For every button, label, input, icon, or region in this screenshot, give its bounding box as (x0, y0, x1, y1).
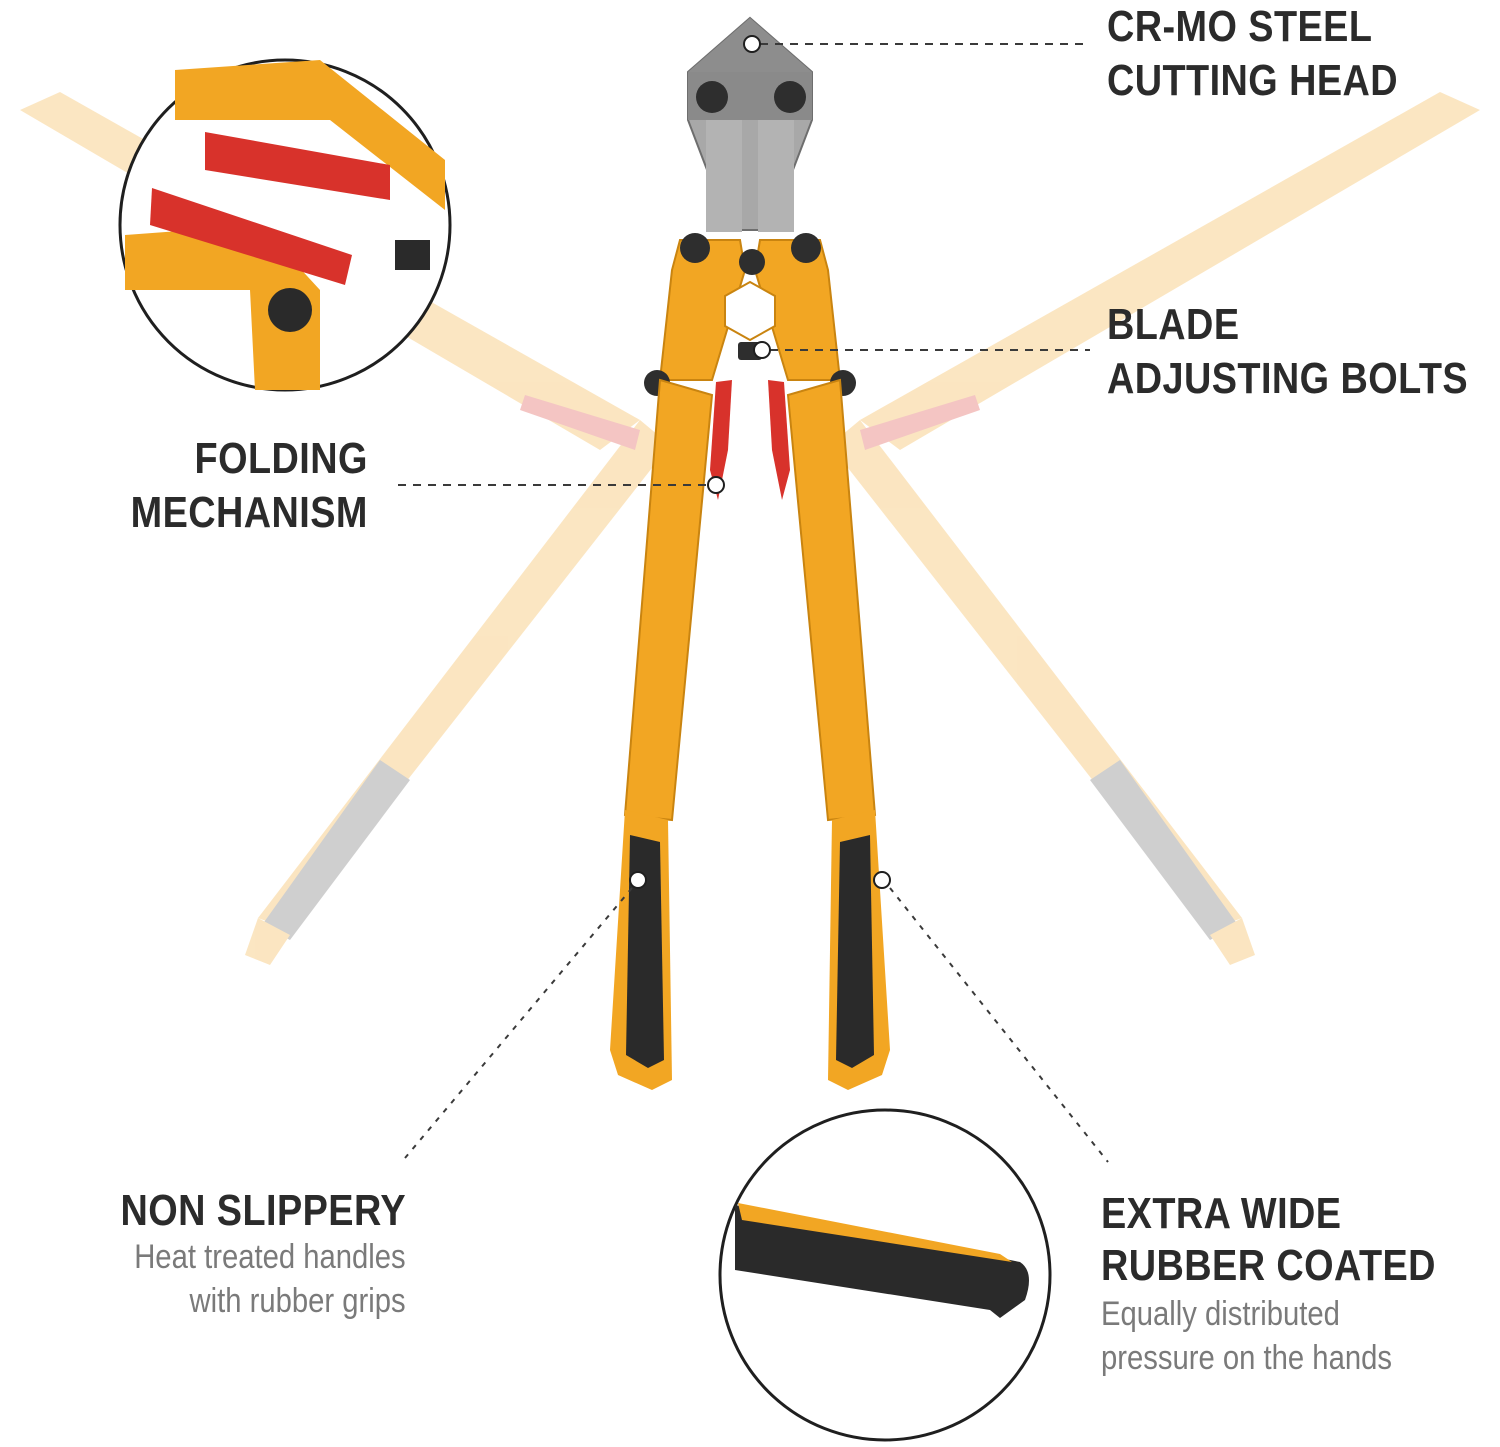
callout-non-slippery-line1: NON SLIPPERY (120, 1186, 406, 1235)
rubber-grip-inset (718, 1108, 1052, 1442)
callout-cutting-head-line1: CR-MO STEEL (1107, 2, 1373, 51)
callout-adjusting-bolts: BLADE ADJUSTING BOLTS (1107, 298, 1468, 406)
callout-extra-wide-line1: EXTRA WIDE (1101, 1189, 1342, 1238)
callout-folding-line1: FOLDING (194, 434, 368, 483)
callout-folding-mechanism: FOLDING MECHANISM (131, 432, 368, 540)
callout-markers (629, 35, 891, 889)
upper-frame (644, 233, 856, 396)
grips (610, 810, 890, 1090)
callout-extra-wide-desc2: pressure on the hands (1101, 1339, 1392, 1377)
callout-extra-wide-line2: RUBBER COATED (1101, 1241, 1436, 1290)
callout-adjusting-bolts-line1: BLADE (1107, 300, 1240, 349)
leader-lines (398, 43, 1109, 1163)
callout-extra-wide-title: EXTRA WIDE RUBBER COATED (1101, 1188, 1436, 1292)
main-handles (623, 378, 877, 822)
callout-adjusting-bolts-line2: ADJUSTING BOLTS (1107, 354, 1469, 403)
callout-non-slippery-desc2: with rubber grips (189, 1282, 406, 1320)
folding-mechanism-inset (118, 58, 452, 392)
callout-non-slippery-desc: Heat treated handles with rubber grips (135, 1235, 406, 1323)
callout-non-slippery-desc1: Heat treated handles (134, 1238, 406, 1276)
callout-extra-wide-desc1: Equally distributed (1101, 1295, 1340, 1333)
callout-non-slippery-title: NON SLIPPERY (120, 1186, 406, 1236)
callout-extra-wide-desc: Equally distributed pressure on the hand… (1101, 1292, 1392, 1380)
callout-cutting-head: CR-MO STEEL CUTTING HEAD (1107, 0, 1398, 108)
callout-folding-line2: MECHANISM (130, 488, 368, 537)
callout-cutting-head-line2: CUTTING HEAD (1107, 56, 1399, 105)
